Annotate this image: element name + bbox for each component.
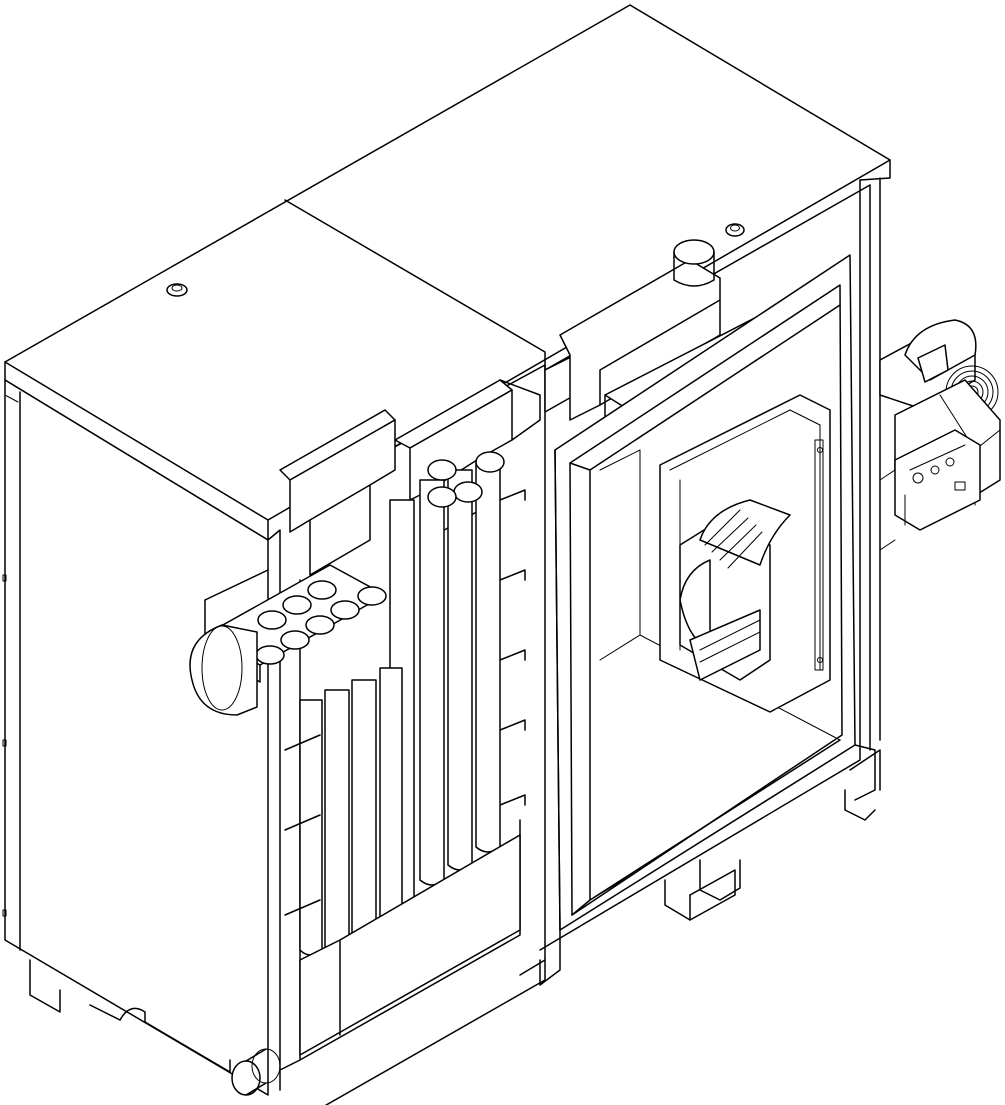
combustion-chamber	[540, 395, 875, 985]
casing-left-module	[3, 380, 280, 1095]
flue-outlet	[190, 625, 257, 715]
fan-assembly	[880, 320, 1000, 550]
base-frame	[665, 750, 880, 920]
lifting-eye-left	[167, 284, 187, 296]
burner-door	[660, 395, 830, 712]
heat-exchanger-tubes	[190, 365, 545, 1105]
lifting-eye-right	[726, 224, 744, 236]
